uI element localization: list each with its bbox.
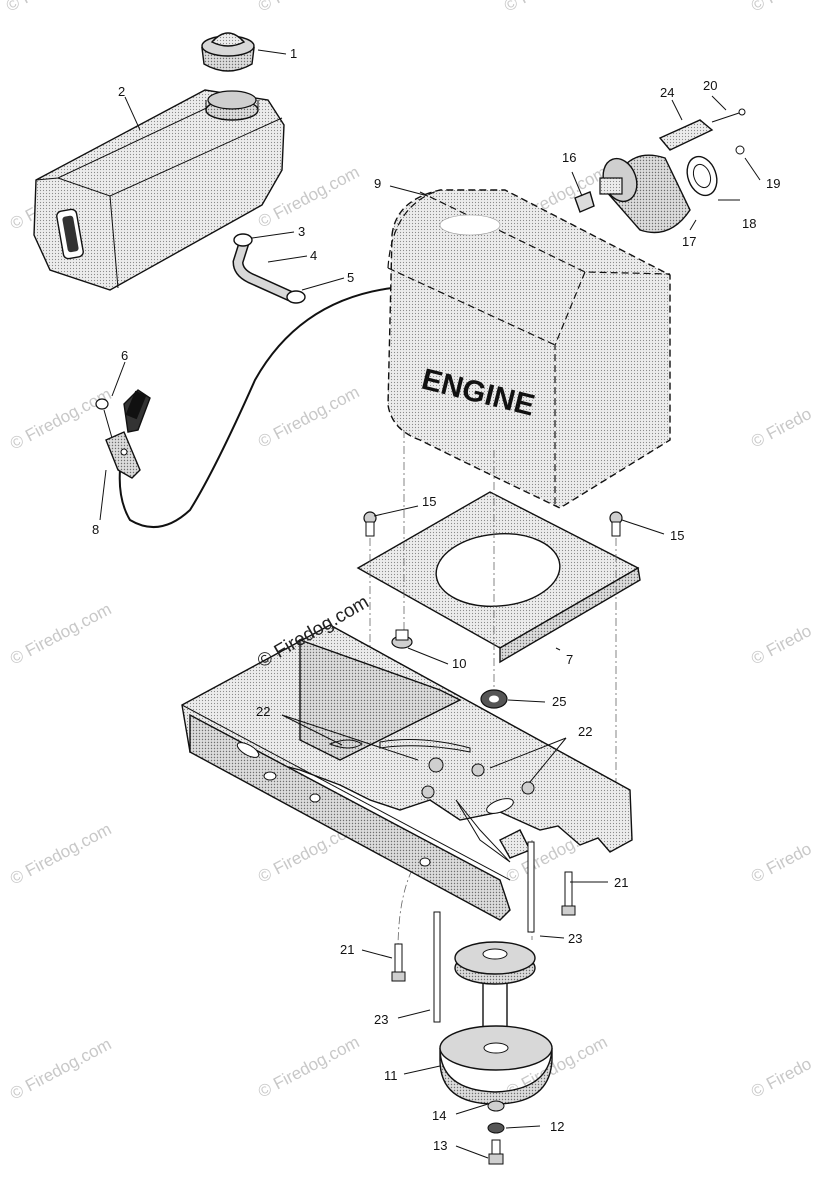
idler-pulley (439, 941, 553, 1105)
callout-4: 4 (310, 248, 317, 263)
watermark: © Firedog.com (7, 819, 115, 888)
frame-bolts (391, 871, 576, 982)
callout-22-right: 22 (578, 724, 592, 739)
callout-19: 19 (766, 176, 780, 191)
callout-15-right: 15 (670, 528, 684, 543)
throttle-control (95, 389, 151, 479)
callout-16: 16 (562, 150, 576, 165)
callout-20: 20 (703, 78, 717, 93)
watermark: © Firedog.com (7, 599, 115, 668)
watermark: © Firedog (501, 0, 576, 16)
threaded-rods (433, 841, 535, 1023)
callout-23-right: 23 (568, 931, 582, 946)
callout-15-left: 15 (422, 494, 436, 509)
callout-18: 18 (742, 216, 756, 231)
fuel-tank (33, 89, 285, 291)
callout-11: 11 (384, 1068, 398, 1083)
callout-9: 9 (374, 176, 381, 191)
callout-21-right: 21 (614, 875, 628, 890)
callout-21-left: 21 (340, 942, 354, 957)
watermark: © Firedog (3, 0, 78, 16)
callout-1: 1 (290, 46, 297, 61)
watermark: © Firedo (748, 1054, 815, 1101)
callout-12: 12 (550, 1119, 564, 1134)
callout-7: 7 (566, 652, 573, 667)
tractor-frame (181, 624, 633, 921)
callout-2: 2 (118, 84, 125, 99)
muffler-assembly (574, 108, 746, 234)
watermark: © Firedog.com (7, 1034, 115, 1103)
callout-5: 5 (347, 270, 354, 285)
callout-8: 8 (92, 522, 99, 537)
throttle-cable (118, 287, 393, 528)
callout-6: 6 (121, 348, 128, 363)
callouts: 1 2 3 4 5 6 7 8 9 10 11 12 13 14 15 15 1… (92, 46, 780, 1153)
watermark: © Firedog (748, 0, 818, 16)
callout-22-left: 22 (256, 704, 270, 719)
watermark: © Firedog (255, 0, 330, 16)
watermark: © Firedog.com (255, 1032, 363, 1101)
leader-lines (99, 49, 761, 1159)
bearing (480, 689, 508, 709)
spacer (391, 629, 413, 649)
watermark: © Firedog.com (7, 384, 115, 453)
watermark: © Firedo (748, 404, 815, 451)
mount-bolts (363, 511, 623, 537)
watermark: © Firedo (748, 621, 815, 668)
callout-25: 25 (552, 694, 566, 709)
callout-24: 24 (660, 85, 674, 100)
watermark: © Firedo (748, 839, 815, 886)
callout-17: 17 (682, 234, 696, 249)
callout-14: 14 (432, 1108, 446, 1123)
watermark: © Firedog.com (255, 382, 363, 451)
pulley-hardware (487, 1100, 505, 1165)
engine-mount-plate (356, 491, 641, 664)
fuel-hose-assembly (232, 233, 306, 304)
callout-3: 3 (298, 224, 305, 239)
callout-23-left: 23 (374, 1012, 388, 1027)
engine: ENGINE (387, 189, 671, 509)
fuel-cap (201, 32, 255, 72)
callout-10: 10 (452, 656, 466, 671)
callout-13: 13 (433, 1138, 447, 1153)
